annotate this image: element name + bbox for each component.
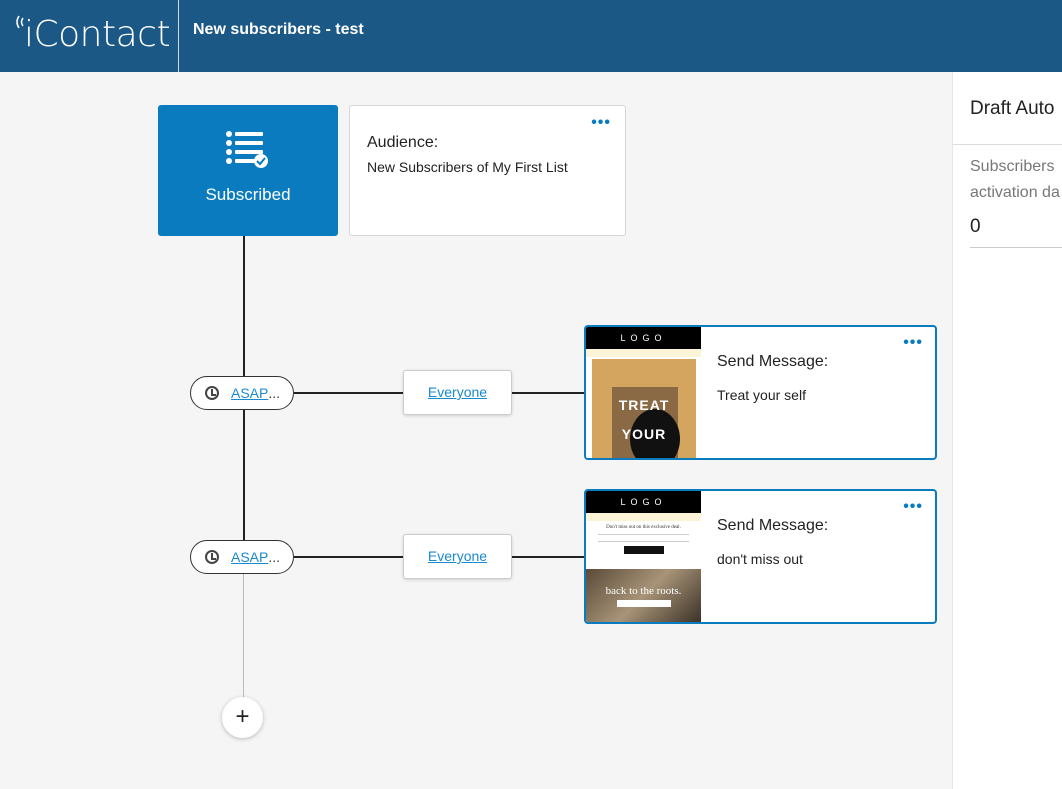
divider <box>970 247 1062 248</box>
timing-link[interactable]: ASAP <box>231 549 269 565</box>
message-name: Treat your self <box>717 387 806 403</box>
thumb-image: back to the roots. <box>586 569 701 622</box>
trigger-label: Subscribed <box>205 185 291 204</box>
timing-pill[interactable]: ASAP... <box>190 376 294 410</box>
email-thumbnail[interactable]: LOGO Don't miss out on this exclusive de… <box>586 491 701 622</box>
audience-text: New Subscribers of My First List <box>367 159 568 175</box>
trigger-subscribed[interactable]: Subscribed <box>158 105 338 236</box>
send-message-card[interactable]: LOGO TREAT YOUR SELF ••• Send Message: T… <box>584 325 937 460</box>
label-line: Subscribers <box>970 158 1055 175</box>
thumb-text: Don't miss out on this exclusive deal. <box>606 525 681 530</box>
more-options-icon[interactable]: ••• <box>903 334 923 351</box>
thumb-text: SELF <box>592 449 696 458</box>
thumb-image: TREAT YOUR SELF <box>592 359 696 458</box>
ellipsis: ... <box>268 385 281 401</box>
message-title: Send Message: <box>717 517 829 534</box>
connector <box>512 392 584 394</box>
connector <box>294 556 404 558</box>
list-check-icon <box>226 131 268 168</box>
audience-title: Audience: <box>367 134 439 151</box>
ellipsis: ... <box>268 549 281 565</box>
label-line: activation da <box>970 184 1060 201</box>
thumb-logo: LOGO <box>586 491 701 513</box>
thumb-text: YOUR <box>621 426 667 442</box>
logo-text: iContact <box>24 14 171 55</box>
clock-icon <box>205 550 219 564</box>
timing-pill[interactable]: ASAP... <box>190 540 294 574</box>
thumb-text: back to the roots. <box>605 585 682 597</box>
thumb-logo: LOGO <box>586 327 701 349</box>
thumb-band <box>586 513 701 521</box>
thumb-band <box>586 349 701 357</box>
more-options-icon[interactable]: ••• <box>903 498 923 515</box>
segment-box[interactable]: Everyone <box>403 534 512 579</box>
panel-value: 0 <box>970 216 981 237</box>
thumb-button <box>623 546 664 554</box>
divider <box>953 144 1062 145</box>
message-title: Send Message: <box>717 353 829 370</box>
message-name: don't miss out <box>717 551 803 567</box>
timing-link[interactable]: ASAP <box>231 385 269 401</box>
segment-link[interactable]: Everyone <box>427 384 488 400</box>
thumb-body <box>598 534 689 542</box>
more-options-icon[interactable]: ••• <box>591 114 611 131</box>
connector <box>243 574 244 697</box>
add-step-button[interactable]: + <box>222 697 263 738</box>
connector <box>243 236 245 376</box>
app-header: iContact New subscribers - test <box>0 0 1062 72</box>
signal-icon <box>16 15 24 29</box>
side-panel: Draft Auto Subscribers activation da 0 <box>952 72 1062 789</box>
audience-card[interactable]: ••• Audience: New Subscribers of My Firs… <box>349 105 626 236</box>
clock-icon <box>205 386 219 400</box>
header-divider <box>178 0 179 72</box>
workflow-title: New subscribers - test <box>193 21 364 38</box>
connector <box>294 392 404 394</box>
panel-label: Subscribers activation da <box>970 154 1060 206</box>
segment-link[interactable]: Everyone <box>427 548 488 564</box>
send-message-card[interactable]: LOGO Don't miss out on this exclusive de… <box>584 489 937 624</box>
panel-title: Draft Auto <box>970 98 1055 119</box>
email-thumbnail[interactable]: LOGO TREAT YOUR SELF <box>586 327 701 458</box>
connector <box>243 410 245 540</box>
segment-box[interactable]: Everyone <box>403 370 512 415</box>
icontact-logo[interactable]: iContact <box>14 14 171 58</box>
connector <box>512 556 584 558</box>
thumb-text: TREAT <box>618 397 670 413</box>
